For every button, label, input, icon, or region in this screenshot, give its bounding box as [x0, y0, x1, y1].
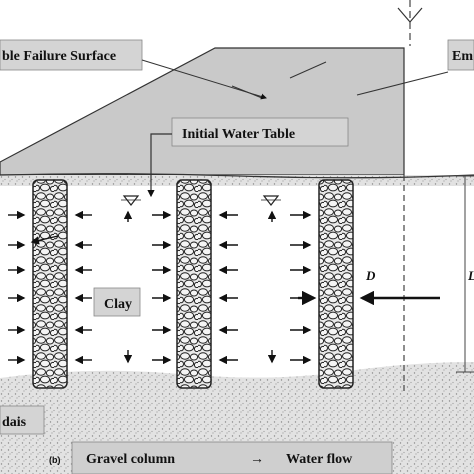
water-table-label: Initial Water Table	[182, 127, 295, 142]
water-table-symbol	[261, 195, 281, 206]
gravel-column-1	[32, 179, 68, 389]
embankment-label: Em	[452, 49, 473, 64]
failure-surface-line	[289, 61, 327, 79]
legend-gravel-column: Gravel column	[86, 452, 175, 467]
legend-arrow-symbol: →	[250, 452, 264, 467]
dimension-d-label: D	[365, 268, 376, 283]
legend-box	[71, 441, 393, 474]
ground-surface-band	[0, 175, 474, 186]
water-table-pointer	[147, 133, 172, 198]
failure-surface-label: ble Failure Surface	[2, 49, 116, 64]
bottom-left-label-box	[0, 405, 45, 435]
clay-label-box	[93, 287, 141, 317]
water-table-label-box	[171, 117, 349, 147]
centerline-symbol	[397, 7, 423, 23]
embankment-label-box	[447, 39, 474, 71]
legend-water-flow: Water flow	[286, 452, 353, 467]
water-flow-arrow	[30, 235, 59, 245]
panel-label: (b)	[49, 455, 61, 465]
failure-surface-pointer	[141, 59, 267, 100]
water-flow-arrows	[8, 210, 440, 365]
clay-label: Clay	[104, 297, 132, 312]
water-table-symbol	[121, 195, 141, 206]
failure-surface-label-box	[0, 39, 143, 71]
bottom-left-label: dais	[2, 415, 27, 430]
ground-surface-line	[0, 173, 474, 179]
dimension-right-label: L	[467, 268, 474, 283]
gravel-column-3	[318, 179, 354, 389]
gravel-column-2	[176, 179, 212, 389]
embankment-pointer	[356, 71, 449, 96]
